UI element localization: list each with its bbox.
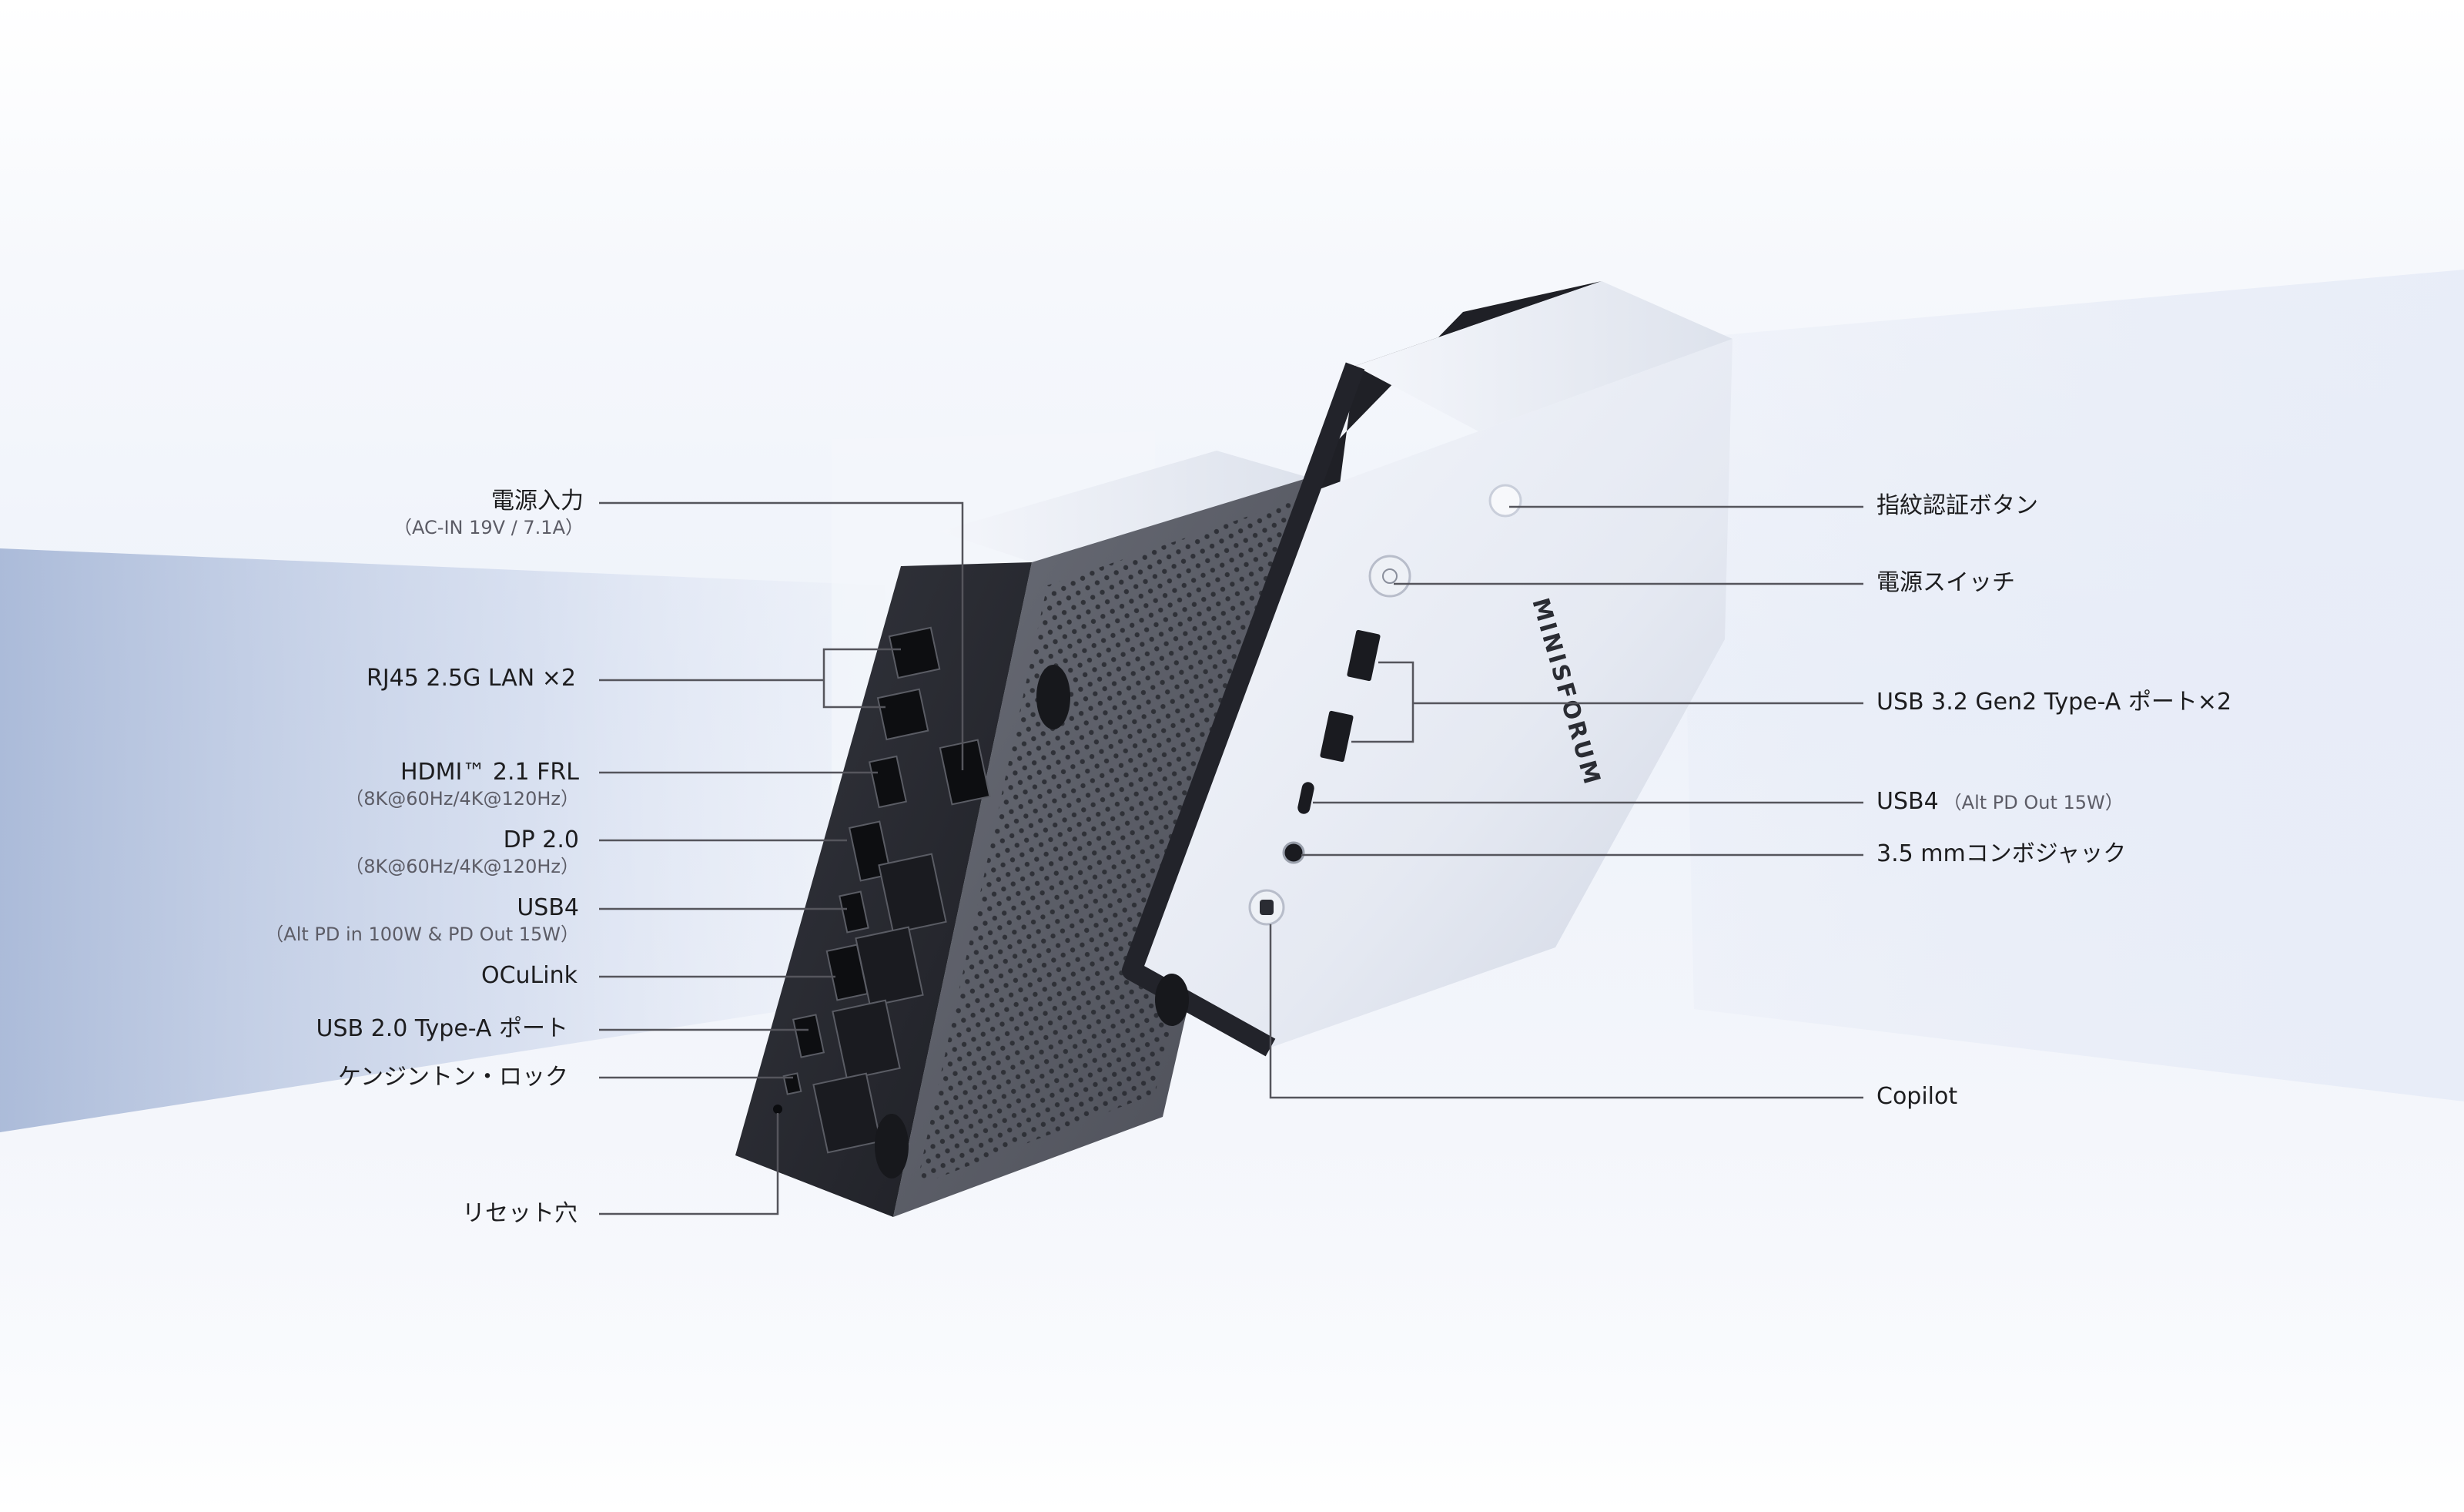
label-usb32: USB 3.2 Gen2 Type-A ポート×2 [1876,688,2231,717]
label-lan: RJ45 2.5G LAN ×2 [367,664,576,693]
label-audio-name: 3.5 mmコンボジャック [1876,840,2127,867]
leader-reset [599,1113,779,1215]
label-power-switch-name: 電源スイッチ [1876,569,2015,596]
label-hdmi-sub: （8K@60Hz/4K@120Hz） [345,788,579,810]
label-dp-sub: （8K@60Hz/4K@120Hz） [345,856,579,877]
label-kensington: ケンジントン・ロック [338,1063,568,1092]
label-power-input-name: 電源入力 [491,488,584,515]
label-oculink-name: OCuLink [480,962,578,989]
label-usb32-name: USB 3.2 Gen2 Type-A ポート×2 [1876,689,2232,716]
label-usb4-right: USB4（Alt PD Out 15W） [1876,787,2124,817]
label-power-input-sub: （AC-IN 19V / 7.1A） [393,517,584,538]
label-usb4-left: USB4 （Alt PD in 100W & PD Out 15W） [265,893,579,946]
label-fingerprint-name: 指紋認証ボタン [1876,492,2038,519]
label-usb2: USB 2.0 Type-A ポート [316,1014,569,1044]
leader-lan-bracket [822,648,901,709]
rear-unit [735,451,1309,1217]
label-usb4-right-name: USB4 [1876,788,1939,815]
label-hdmi-name: HDMI™ 2.1 FRL [400,759,579,786]
label-dp: DP 2.0 （8K@60Hz/4K@120Hz） [345,826,579,878]
leader-usb32-bracket [1351,661,1414,743]
label-copilot-name: Copilot [1876,1083,1958,1110]
label-kensington-name: ケンジントン・ロック [337,1064,568,1091]
label-lan-name: RJ45 2.5G LAN ×2 [366,665,576,692]
label-audio: 3.5 mmコンボジャック [1876,840,2126,869]
label-power-switch: 電源スイッチ [1876,568,2015,598]
label-reset-name: リセット穴 [462,1200,578,1227]
label-dp-name: DP 2.0 [503,826,579,853]
front-unit: MINISFORUM [1122,281,1732,1057]
label-oculink: OCuLink [481,961,578,991]
label-hdmi: HDMI™ 2.1 FRL （8K@60Hz/4K@120Hz） [345,758,579,810]
leader-power-input [599,501,964,770]
label-fingerprint: 指紋認証ボタン [1876,491,2038,521]
label-usb4-left-name: USB4 [517,894,579,921]
leader-copilot [1269,924,1863,1099]
label-reset: リセット穴 [462,1199,578,1229]
label-copilot: Copilot [1876,1082,1957,1111]
label-power-input: 電源入力 （AC-IN 19V / 7.1A） [393,487,584,539]
label-usb4-right-sub: （Alt PD Out 15W） [1943,792,2124,813]
label-usb2-name: USB 2.0 Type-A ポート [316,1015,569,1042]
label-usb4-left-sub: （Alt PD in 100W & PD Out 15W） [265,924,579,945]
